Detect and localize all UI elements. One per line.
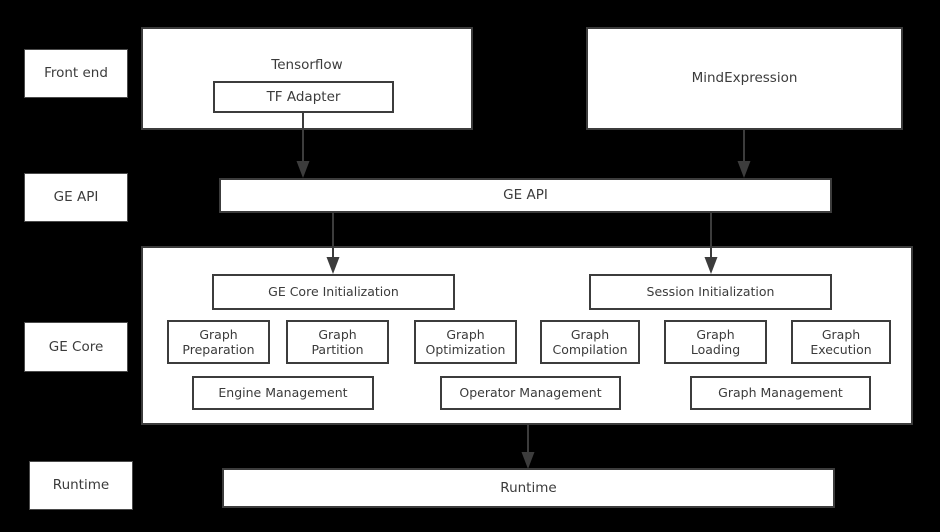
arrow-tf-adapter-to-ge-api	[294, 111, 312, 179]
layer-label-ge-core: GE Core	[24, 322, 128, 372]
module-graph-optimization: Graph Optimization	[414, 320, 517, 364]
arrow-mindexpression-to-ge-api	[735, 130, 753, 179]
layer-label-ge-api: GE API	[24, 173, 128, 222]
module-graph-partition: Graph Partition	[286, 320, 389, 364]
module-graph-preparation: Graph Preparation	[167, 320, 270, 364]
module-graph-loading: Graph Loading	[664, 320, 767, 364]
ge-core-initialization-box: GE Core Initialization	[212, 274, 455, 310]
module-graph-compilation: Graph Compilation	[540, 320, 640, 364]
engine-management-box: Engine Management	[192, 376, 374, 410]
operator-management-box: Operator Management	[440, 376, 621, 410]
arrow-ge-api-to-session-initialization	[702, 212, 720, 275]
arrow-ge-api-to-ge-core-initialization	[324, 212, 342, 275]
tf-adapter-box: TF Adapter	[213, 81, 394, 113]
layer-label-front-end: Front end	[24, 49, 128, 98]
tensorflow-title: Tensorflow	[271, 57, 343, 73]
runtime-bar: Runtime	[222, 468, 835, 508]
session-initialization-box: Session Initialization	[589, 274, 832, 310]
arrow-ge-core-to-runtime	[519, 424, 537, 470]
layer-label-runtime: Runtime	[29, 461, 133, 510]
ge-api-bar: GE API	[219, 178, 832, 213]
module-graph-execution: Graph Execution	[791, 320, 891, 364]
mindexpression-container: MindExpression	[586, 27, 903, 130]
graph-management-box: Graph Management	[690, 376, 871, 410]
